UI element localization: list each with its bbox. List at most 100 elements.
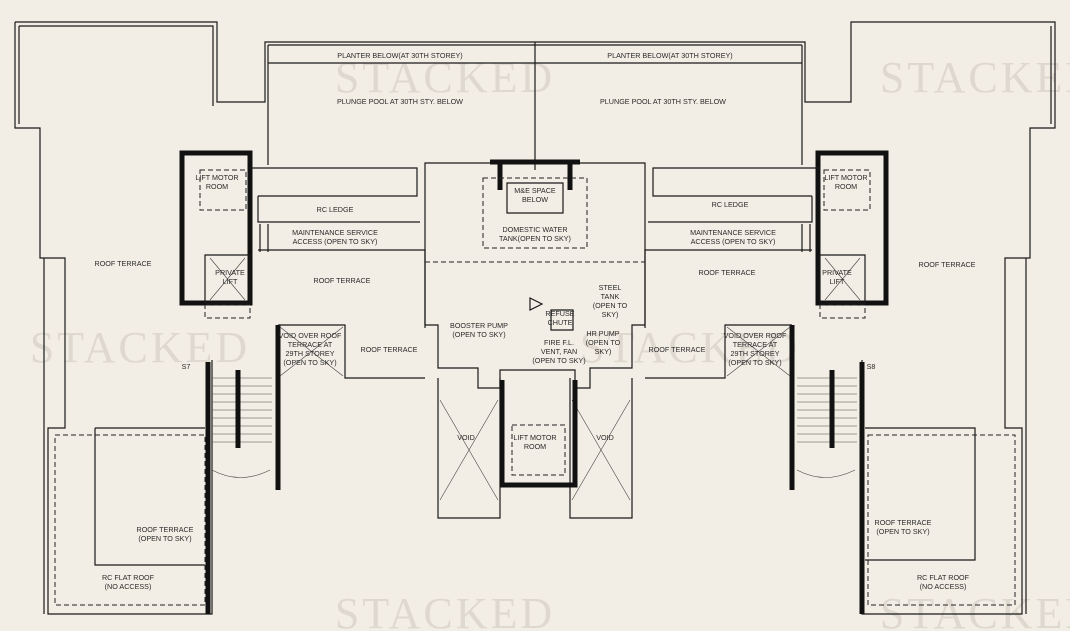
label-rc-ledge-left: RC LEDGE [317,205,354,214]
watermark: STACKED [880,53,1070,102]
label-roof-terrace-open-left: ROOF TERRACE(OPEN TO SKY) [137,525,194,543]
label-line: LIFT [830,277,845,286]
label-planter-left: PLANTER BELOW(AT 30TH STOREY) [337,51,462,60]
label-line: M&E SPACE [514,186,556,195]
label-line: LIFT MOTOR [513,433,556,442]
label-line: PRIVATE [822,268,852,277]
label-line: S8 [867,362,876,371]
label-line: (OPEN TO SKY) [728,358,781,367]
label-planter-right: PLANTER BELOW(AT 30TH STOREY) [607,51,732,60]
label-roof-terrace-open-right: ROOF TERRACE(OPEN TO SKY) [875,518,932,536]
label-roof-terrace-right: ROOF TERRACE [699,268,756,277]
label-line: TERRACE AT [733,340,778,349]
label-line: (NO ACCESS) [920,582,967,591]
label-line: PRIVATE [215,268,245,277]
label-line: ROOM [835,182,857,191]
label-line: MAINTENANCE SERVICE [690,228,776,237]
label-line: (OPEN TO SKY) [452,330,505,339]
watermark: STACKED [30,323,250,372]
label-roof-terrace-left-lower: ROOF TERRACE [361,345,418,354]
watermark: STACKED [580,323,800,372]
label-line: TERRACE AT [288,340,333,349]
label-line: RC LEDGE [317,205,354,214]
stair-treads-left [211,377,857,478]
label-line: PLUNGE POOL AT 30TH STY. BELOW [600,97,726,106]
label-line: ROOF TERRACE [95,259,152,268]
label-line: LIFT MOTOR [824,173,867,182]
label-roof-terrace-left: ROOF TERRACE [314,276,371,285]
label-stair-s7: S7 [182,362,191,371]
label-line: (OPEN TO [586,338,621,347]
label-line: HR PUMP [586,329,619,338]
label-stair-s8: S8 [867,362,876,371]
label-line: ROOF TERRACE [699,268,756,277]
label-roof-terrace-right-lower: ROOF TERRACE [649,345,706,354]
label-line: VOID [596,433,614,442]
label-line: TANK [601,292,620,301]
label-fire-vent: FIRE F.L.VENT, FAN(OPEN TO SKY) [532,338,585,365]
label-line: RC LEDGE [712,200,749,209]
label-line: PLANTER BELOW(AT 30TH STOREY) [337,51,462,60]
label-line: RC FLAT ROOF [102,573,155,582]
label-line: ACCESS (OPEN TO SKY) [293,237,378,246]
label-plunge-pool-left: PLUNGE POOL AT 30TH STY. BELOW [337,97,463,106]
label-line: ROOF TERRACE [919,260,976,269]
label-line: ACCESS (OPEN TO SKY) [691,237,776,246]
label-line: PLANTER BELOW(AT 30TH STOREY) [607,51,732,60]
label-line: CHUTE [548,318,573,327]
watermark: STACKED [880,589,1070,631]
label-line: SKY) [602,310,619,319]
label-line: 29TH STOREY [731,349,780,358]
label-line: DOMESTIC WATER [502,225,567,234]
label-line: TANK(OPEN TO SKY) [499,234,571,243]
label-line: (NO ACCESS) [105,582,152,591]
watermark: STACKED [335,53,555,102]
label-plunge-pool-right: PLUNGE POOL AT 30TH STY. BELOW [600,97,726,106]
labels: PLANTER BELOW(AT 30TH STOREY) PLANTER BEL… [95,51,976,591]
label-line: ROOF TERRACE [361,345,418,354]
label-line: ROOF TERRACE [137,525,194,534]
label-rc-ledge-right: RC LEDGE [712,200,749,209]
label-line: LIFT [223,277,238,286]
label-roof-terrace-far-left: ROOF TERRACE [95,259,152,268]
label-line: STEEL [599,283,622,292]
label-line: MAINTENANCE SERVICE [292,228,378,237]
label-line: SKY) [595,347,612,356]
label-booster-pump: BOOSTER PUMP(OPEN TO SKY) [450,321,508,339]
label-line: (OPEN TO SKY) [283,358,336,367]
label-void-left: VOID [457,433,475,442]
label-line: BOOSTER PUMP [450,321,508,330]
walls [14,21,1056,615]
label-line: 29TH STOREY [286,349,335,358]
label-void-right: VOID [596,433,614,442]
label-roof-terrace-far-right: ROOF TERRACE [919,260,976,269]
label-line: (OPEN TO SKY) [138,534,191,543]
label-line: VOID [457,433,475,442]
label-line: RC FLAT ROOF [917,573,970,582]
label-line: (OPEN TO [593,301,628,310]
label-rc-flat-roof-left: RC FLAT ROOF(NO ACCESS) [102,573,155,591]
label-line: ROOM [206,182,228,191]
label-line: PLUNGE POOL AT 30TH STY. BELOW [337,97,463,106]
label-rc-flat-roof-right: RC FLAT ROOF(NO ACCESS) [917,573,970,591]
label-line: FIRE F.L. [544,338,574,347]
label-line: S7 [182,362,191,371]
label-line: (OPEN TO SKY) [532,356,585,365]
label-line: REFUSE [545,309,574,318]
watermarks: STACKEDSTACKEDSTACKEDSTACKEDSTACKEDSTACK… [30,53,1070,631]
label-line: ROOF TERRACE [649,345,706,354]
label-line: ROOM [524,442,546,451]
label-line: BELOW [522,195,548,204]
